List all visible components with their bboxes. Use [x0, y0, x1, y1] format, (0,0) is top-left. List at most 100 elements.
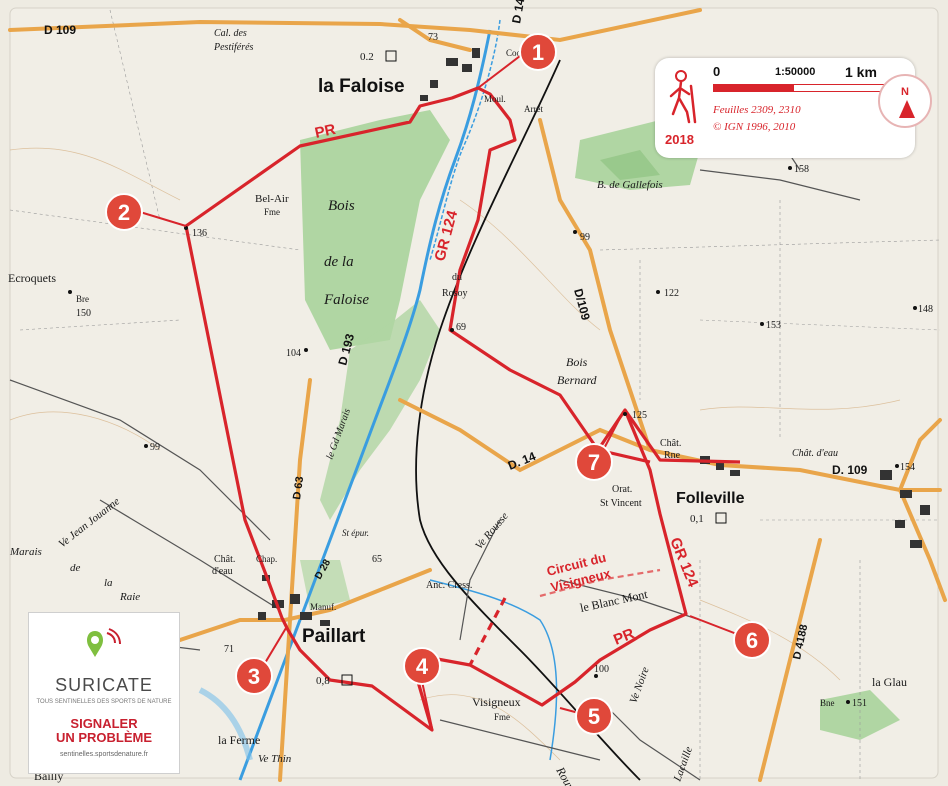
label-bne: Bne: [820, 698, 835, 708]
elev-69: 69: [456, 322, 466, 333]
elev-100: 100: [594, 664, 609, 675]
label-bre: Bre: [76, 294, 89, 304]
label-la-glau: la Glau: [872, 675, 907, 689]
label-de-la: de la: [324, 254, 354, 270]
label-la-faloise: la Faloise: [318, 76, 405, 97]
forest-areas: [300, 110, 900, 740]
label-chap: Chap.: [256, 554, 277, 564]
legend-sheets: Feuilles 2309, 2310: [713, 104, 801, 116]
label-orat: Orat.: [612, 484, 632, 495]
elev-125: 125: [632, 410, 647, 421]
label-b-de-gallefois: B. de Gallefois: [597, 179, 663, 191]
label-bois: Bois: [328, 198, 355, 214]
road-d14-n: D 14: [509, 0, 527, 25]
waypoint-2-label: 2: [118, 200, 130, 225]
north-arrow-icon: [899, 100, 915, 118]
label-manuf: Manuf.: [310, 602, 336, 612]
code-box-folleville: [715, 512, 727, 524]
label-chat-rne2: Rne: [664, 450, 681, 461]
label-bel-air-fme: Fme: [264, 207, 280, 217]
elevation-labels: 136 104 150 99 99 122 153 148 69 125 154…: [76, 32, 933, 709]
label-arret: Arrêt: [524, 104, 543, 114]
river: [198, 19, 558, 781]
suricate-logo-icon: [87, 628, 121, 657]
elev-154: 154: [900, 462, 915, 473]
elev-158: 158: [794, 164, 809, 175]
code-paillart: 0,8: [316, 675, 330, 687]
elev-99w: 99: [150, 442, 160, 453]
elev-148: 148: [918, 304, 933, 315]
waypoint-1[interactable]: 1: [519, 33, 557, 71]
scale-start: 0: [713, 64, 721, 79]
label-la-ferme: la Ferme: [218, 733, 260, 747]
elev-104: 104: [286, 348, 301, 359]
circuit-visigneux-path: [539, 568, 661, 598]
label-folleville: Folleville: [676, 490, 745, 507]
road-d109-w: D 109: [44, 23, 76, 37]
suricate-signal[interactable]: SIGNALER UN PROBLÈME: [29, 717, 179, 745]
label-pestiferes: Pestiférés: [213, 42, 254, 53]
elev-136: 136: [192, 228, 207, 239]
label-marais-la: la: [104, 577, 113, 589]
label-chat-w2: d'eau: [212, 566, 233, 577]
label-visigneux: Visigneux: [472, 695, 521, 709]
code-box-faloise: [385, 50, 397, 62]
commune-codes: 0.2 0,1 0,8: [316, 50, 727, 687]
label-paillart: Paillart: [302, 626, 366, 647]
elev-71: 71: [224, 644, 234, 655]
waypoint-7-label: 7: [588, 450, 600, 475]
label-chat-w: Chât.: [214, 554, 235, 565]
waypoint-3[interactable]: 3: [235, 657, 273, 695]
road-labels: D 109 D 14 D/109 D 193 D 63 D. 14 D. 109…: [44, 0, 868, 661]
label-anc-cress: Anc. Cress.: [426, 580, 472, 591]
route-label-pr-south: PR: [611, 625, 637, 649]
scale-bar: [713, 84, 893, 92]
waypoint-7[interactable]: 7: [575, 443, 613, 481]
elev-65: 65: [372, 554, 382, 565]
waypoint-5-label: 5: [588, 704, 600, 729]
waypoint-4[interactable]: 4: [403, 647, 441, 685]
spot-heights: [68, 166, 917, 704]
waypoint-5[interactable]: 5: [575, 697, 613, 735]
waypoint-4-label: 4: [416, 654, 429, 679]
suricate-signal-1: SIGNALER: [70, 716, 138, 731]
suricate-url[interactable]: sentinelles.sportsdenature.fr: [60, 751, 148, 758]
label-chat-deau-e: Chât. d'eau: [792, 448, 838, 459]
label-marais-de: de: [70, 562, 81, 574]
suricate-brand: SURICATE: [55, 675, 153, 695]
waypoint-6[interactable]: 6: [733, 621, 771, 659]
code-folleville: 0,1: [690, 513, 704, 525]
road-d109-e: D. 109: [832, 463, 868, 477]
waypoint-2[interactable]: 2: [105, 193, 143, 231]
label-st-vincent: St Vincent: [600, 498, 642, 509]
field-boundaries: [9, 9, 941, 780]
label-chat-rne: Chât.: [660, 438, 681, 449]
label-bel-air: Bel-Air: [255, 193, 289, 205]
waypoint-1-label: 1: [532, 40, 544, 65]
label-st-epur: St épur.: [342, 528, 369, 538]
map-legend: 2018 0 1:50000 1 km Feuilles 2309, 2310 …: [655, 58, 915, 158]
waypoint-3-label: 3: [248, 664, 260, 689]
label-faloise-wood: Faloise: [323, 292, 369, 308]
suricate-badge[interactable]: SURICATE TOUS SENTINELLES DES SPORTS DE …: [28, 612, 180, 774]
label-rosoy: Rosoy: [442, 288, 468, 299]
legend-ign: © IGN 1996, 2010: [713, 121, 796, 133]
elev-150: 150: [76, 308, 91, 319]
scale-ratio: 1:50000: [775, 66, 816, 78]
scale-end: 1 km: [845, 64, 877, 80]
suricate-tagline: TOUS SENTINELLES DES SPORTS DE NATURE: [36, 699, 172, 705]
label-moul: Moul.: [484, 94, 506, 104]
elev-153: 153: [766, 320, 781, 331]
north-label: N: [901, 86, 909, 98]
label-bois-bernard-2: Bernard: [557, 373, 598, 387]
road-d63: D 63: [291, 476, 306, 501]
waypoint-6-label: 6: [746, 628, 758, 653]
label-cal-des: Cal. des: [214, 28, 247, 39]
label-raie: Raie: [119, 591, 140, 603]
elev-99n: 99: [580, 232, 590, 243]
north-arrow: N: [878, 74, 932, 128]
legend-year: 2018: [665, 132, 694, 147]
railway: [415, 59, 641, 781]
elev-122: 122: [664, 288, 679, 299]
label-ecroquets: Ecroquets: [8, 271, 56, 285]
